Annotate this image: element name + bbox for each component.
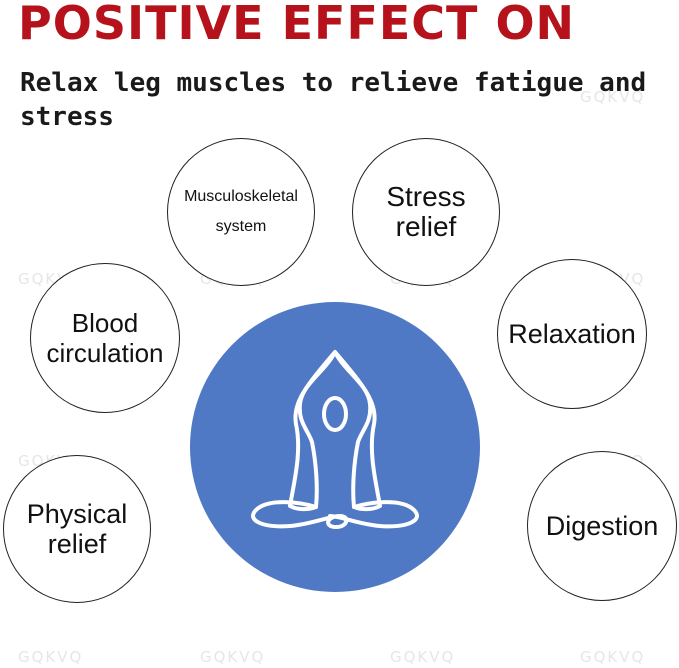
- bubble-label-line: Relaxation: [508, 319, 636, 349]
- bubble-label-line: relief: [47, 529, 107, 559]
- bubble-blood-circulation: Blood circulation: [30, 263, 180, 413]
- bubble-relaxation: Relaxation: [497, 259, 647, 409]
- bubble-label-line: Stress: [386, 181, 466, 212]
- bubble-label-line: Blood: [71, 308, 139, 338]
- headline: POSITIVE EFFECT ON: [18, 0, 576, 50]
- watermark: GQKVQ: [200, 648, 266, 666]
- subtitle: Relax leg muscles to relieve fatigue and…: [20, 68, 647, 132]
- bubble-stress-relief: Stress relief: [352, 138, 500, 286]
- watermark: GQKVQ: [390, 648, 456, 666]
- bubble-label-line: relief: [395, 211, 457, 242]
- bubble-digestion: Digestion: [527, 451, 677, 601]
- center-circle: [190, 302, 480, 592]
- bubble-physical-relief: Physical relief: [3, 455, 151, 603]
- bubble-label-line: circulation: [46, 338, 164, 368]
- bubble-label-line: system: [215, 218, 267, 235]
- bubble-musculoskeletal-system: Musculoskeletal system: [167, 138, 315, 286]
- watermark: GQKVQ: [580, 648, 646, 666]
- bubble-label-line: Musculoskeletal: [184, 188, 298, 205]
- meditation-pose-icon: [190, 302, 480, 592]
- bubble-label-line: Digestion: [545, 511, 659, 541]
- bubble-label-line: Physical: [26, 499, 128, 529]
- watermark: GQKVQ: [18, 648, 84, 666]
